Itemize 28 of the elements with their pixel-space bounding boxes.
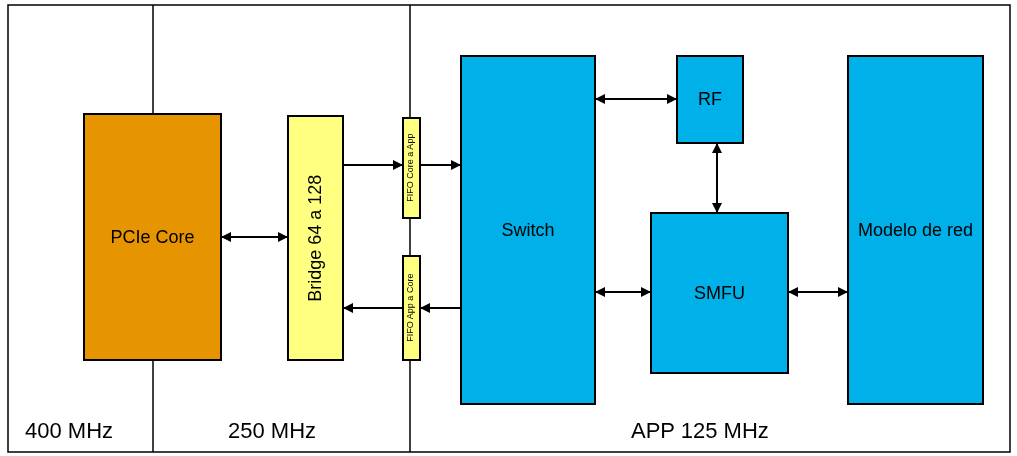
process-block [460, 55, 596, 405]
arrow [221, 232, 288, 242]
block-label: RF [698, 88, 722, 111]
clock-domain-label: 250 MHz [228, 418, 317, 444]
block-label: SMFU [694, 281, 745, 305]
block-label: Modelo de red [857, 218, 974, 242]
arrow [712, 143, 722, 213]
arrow [420, 303, 461, 313]
arrow [343, 303, 403, 313]
process-block [287, 115, 344, 361]
process-block [83, 113, 222, 361]
block-label: Switch [501, 218, 555, 242]
block-label: Bridge 64 a 128 [304, 174, 327, 302]
arrow [343, 160, 403, 170]
clock-domain-label: APP 125 MHz [631, 418, 769, 444]
block-label: FIFO App a Core [405, 274, 417, 342]
clock-domain-label: 400 MHz [25, 418, 114, 444]
fifo-block [402, 117, 421, 219]
fifo-block [402, 255, 421, 361]
process-block [847, 55, 984, 405]
arrow [595, 94, 677, 104]
process-block [650, 212, 789, 374]
block-label: PCIe Core [110, 225, 195, 249]
arrow [595, 287, 651, 297]
process-block [676, 55, 744, 144]
block-label: FIFO Core a App [405, 134, 417, 202]
arrow [788, 287, 848, 297]
arrow [420, 160, 461, 170]
